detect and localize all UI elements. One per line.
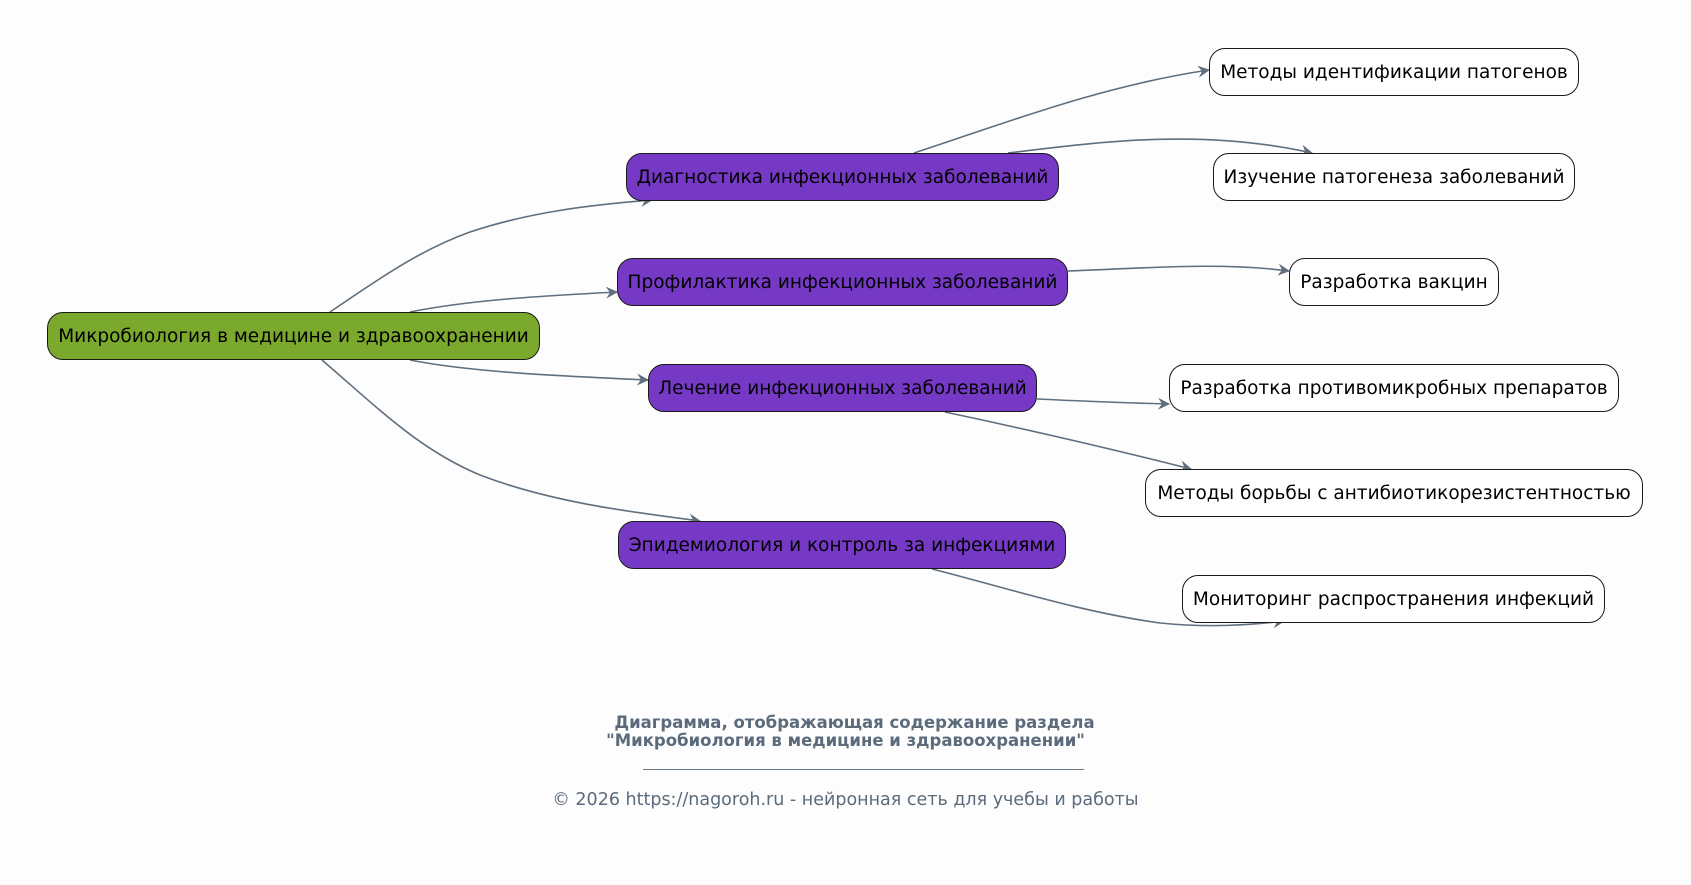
diagram-caption-line1: Диаграмма, отображающая содержание разде…	[614, 713, 1095, 732]
root-node-label: Микробиология в медицине и здравоохранен…	[58, 325, 529, 347]
edge-root-to-b4	[321, 359, 701, 526]
branch-node-prophylaxis[interactable]: Профилактика инфекционных заболеваний	[617, 258, 1068, 306]
branch-node-epidemiology[interactable]: Эпидемиология и контроль за инфекциями	[618, 521, 1066, 569]
leaf-node-label: Разработка вакцин	[1300, 271, 1488, 293]
caption-divider	[643, 769, 1084, 770]
footer-copyright: © 2026 https://nagoroh.ru - нейронная се…	[552, 790, 1139, 810]
leaf-node-antibiotic-resistance[interactable]: Методы борьбы с антибиотикорезистентност…	[1145, 469, 1643, 517]
leaf-node-infection-monitoring[interactable]: Мониторинг распространения инфекций	[1182, 575, 1605, 623]
leaf-node-label: Мониторинг распространения инфекций	[1192, 588, 1595, 610]
edge-b4-to-l6	[931, 568, 1285, 629]
edge-root-to-b1	[329, 194, 653, 313]
leaf-node-vaccines[interactable]: Разработка вакцин	[1289, 258, 1499, 306]
branch-node-label: Эпидемиология и контроль за инфекциями	[628, 534, 1056, 556]
leaf-node-label: Изучение патогенеза заболеваний	[1223, 166, 1565, 188]
edge-b2-to-l3	[1067, 263, 1290, 276]
edge-b1-to-l1	[913, 65, 1210, 154]
edge-root-to-b3	[409, 359, 649, 386]
branch-node-label: Профилактика инфекционных заболеваний	[627, 271, 1058, 293]
edge-b3-to-l5	[944, 411, 1192, 473]
edge-b3-to-l4	[1036, 397, 1170, 410]
diagram-caption-line2: "Микробиология в медицине и здравоохране…	[606, 731, 1085, 750]
leaf-node-pathogen-identification[interactable]: Методы идентификации патогенов	[1209, 48, 1579, 96]
leaf-node-pathogenesis[interactable]: Изучение патогенеза заболеваний	[1213, 153, 1575, 201]
branch-node-treatment[interactable]: Лечение инфекционных заболеваний	[648, 364, 1037, 412]
edge-root-to-b2	[409, 286, 618, 313]
root-node[interactable]: Микробиология в медицине и здравоохранен…	[47, 312, 540, 360]
leaf-node-label: Методы идентификации патогенов	[1220, 61, 1568, 83]
leaf-node-label: Методы борьбы с антибиотикорезистентност…	[1157, 482, 1631, 504]
branch-node-label: Лечение инфекционных заболеваний	[658, 377, 1027, 399]
leaf-node-antimicrobials[interactable]: Разработка противомикробных препаратов	[1169, 364, 1619, 412]
leaf-node-label: Разработка противомикробных препаратов	[1180, 377, 1608, 399]
branch-node-label: Диагностика инфекционных заболеваний	[636, 166, 1049, 188]
edge-b1-to-l2	[1007, 138, 1313, 157]
branch-node-diagnostics[interactable]: Диагностика инфекционных заболеваний	[626, 153, 1059, 201]
